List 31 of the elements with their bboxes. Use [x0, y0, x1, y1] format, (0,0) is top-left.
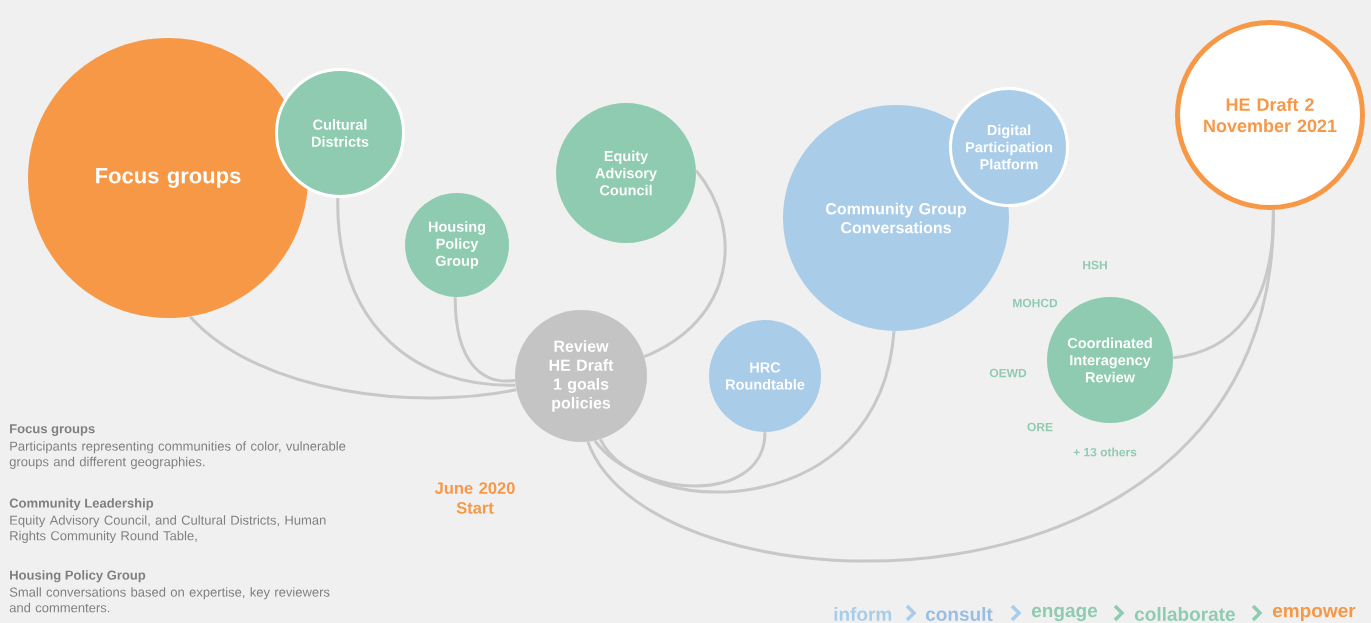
note-text: Participants representing communities of color, vulnerable groups and different geographies. — [9, 441, 346, 469]
scale-label: collaborate — [1134, 607, 1235, 621]
scale-label: inform — [834, 607, 892, 621]
circle-node: Equity Advisory Council — [556, 103, 696, 243]
note-heading: Community Leadership — [9, 498, 154, 511]
connector-line — [593, 431, 767, 488]
connector-line — [188, 315, 517, 400]
note-text: Small conversations based on expertise, key reviewers and commenters. — [9, 587, 330, 613]
agency-label: ORE — [1027, 422, 1053, 432]
scale-label: engage — [1031, 606, 1098, 622]
connector-line — [599, 330, 896, 494]
note-heading: Housing Policy Group — [10, 570, 146, 583]
note-heading: Focus groups — [10, 424, 95, 436]
date-label: June 2020 Start — [434, 482, 515, 514]
connector-line — [586, 209, 1275, 563]
agency-label: + 13 others — [1073, 447, 1137, 457]
connector-line — [453, 297, 516, 383]
connector-line — [336, 197, 516, 387]
agency-label: OEWD — [989, 368, 1027, 378]
circle-node: Review HE Draft 1 goals policies — [515, 310, 647, 442]
note-text: Equity Advisory Council, and Cultural Districts, Human Rights Community Round Table, — [10, 515, 326, 543]
scale-label: consult — [925, 607, 993, 621]
scale-label: empower — [1272, 606, 1356, 622]
circle-node: Housing Policy Group — [405, 193, 509, 297]
circle-node: HRC Roundtable — [709, 320, 821, 432]
circle-node: Digital Participation Platform — [949, 87, 1069, 207]
ring-node: HE Draft 2 November 2021 — [1175, 20, 1365, 210]
circle-node: Focus groups — [28, 38, 308, 318]
agency-label: HSH — [1083, 260, 1107, 270]
circle-node: Cultural Districts — [275, 68, 405, 198]
connector-line — [643, 169, 727, 358]
